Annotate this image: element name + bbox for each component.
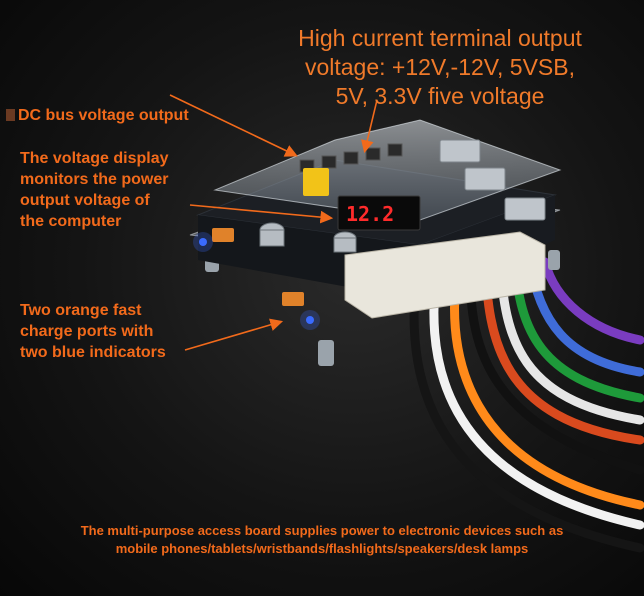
top-title-line-1: High current terminal output: [298, 25, 582, 51]
voltage-display-label: The voltage display monitors the power o…: [20, 150, 169, 230]
dc-bus-label: DC bus voltage output: [6, 84, 189, 126]
fast-charge-ports: [212, 228, 304, 306]
fast-charge-label: Two orange fast charge ports with two bl…: [20, 302, 166, 361]
top-title: High current terminal output voltage: +1…: [270, 24, 610, 111]
bullet-square-icon: [6, 109, 15, 121]
capacitors: [259, 222, 357, 253]
voltage-display: 12.2: [337, 195, 421, 231]
caption-line-2: mobile phones/tablets/wristbands/flashli…: [115, 541, 529, 556]
display-reading: 12.2: [346, 202, 394, 226]
usb-ports: [439, 139, 546, 221]
top-title-line-2: voltage: +12V,-12V, 5VSB,: [304, 54, 576, 80]
dc-bus-text: DC bus voltage output: [18, 107, 189, 124]
yellow-connector: [303, 168, 329, 196]
annotation-arrows: [169, 94, 378, 351]
atx-connector: [344, 231, 546, 319]
caption-line-1: The multi-purpose access board supplies …: [80, 523, 564, 538]
top-title-line-3: 5V, 3.3V five voltage: [335, 83, 545, 109]
blue-indicators: [193, 232, 320, 330]
